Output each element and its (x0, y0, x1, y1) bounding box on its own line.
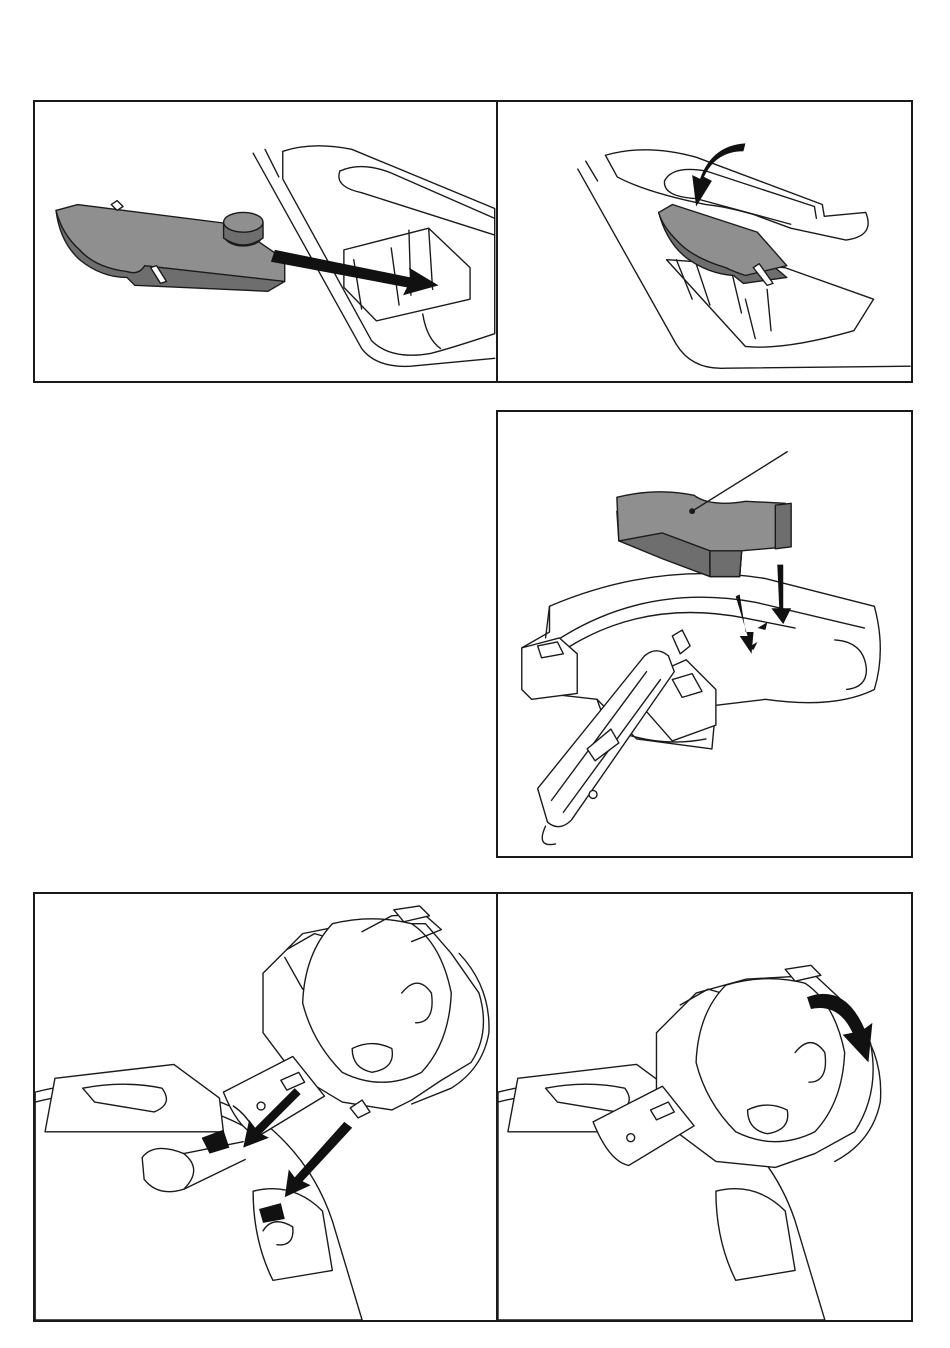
figure-step-5 (496, 892, 913, 1322)
illustration-rotate-clip (498, 102, 911, 381)
illustration-insert-clip (35, 102, 496, 381)
figure-step-2 (496, 100, 913, 383)
illustration-lock-motor (498, 894, 911, 1320)
figure-step-1 (33, 100, 498, 383)
illustration-attach-motor (35, 894, 496, 1320)
figure-step-3 (496, 410, 913, 858)
illustration-attach-cover (498, 412, 911, 856)
figure-step-4 (33, 892, 498, 1322)
